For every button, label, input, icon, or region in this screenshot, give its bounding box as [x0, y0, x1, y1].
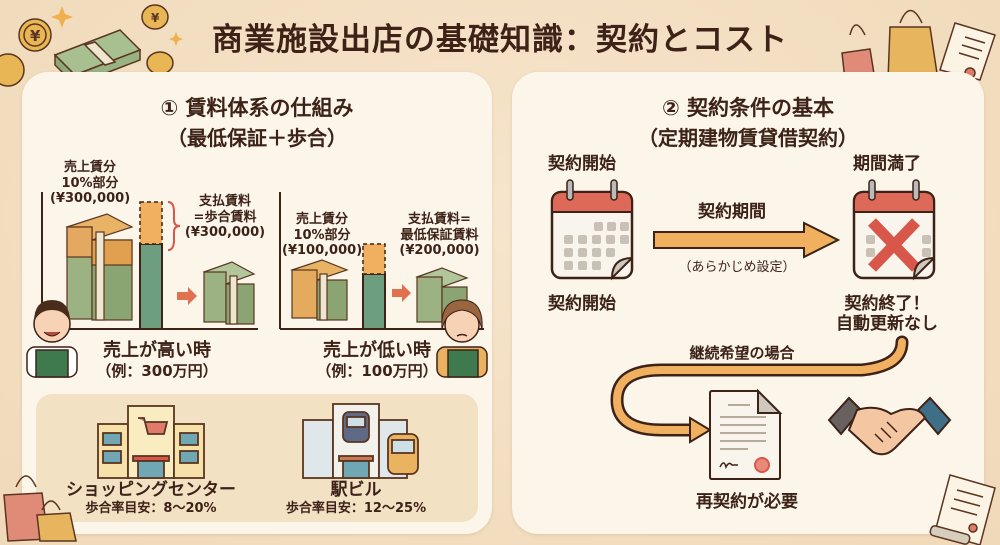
money-stack-large-icon — [65, 213, 134, 321]
svg-text:¥: ¥ — [30, 27, 41, 45]
contract-start-label-bottom: 契約開始 — [548, 294, 616, 314]
contract-terms-panel: ② 契約条件の基本 （定期建物賃貸借契約） 契約開始 期間満了 契約期間 （あら… — [512, 72, 984, 534]
low-sales-caption: 売上が低い時 — [323, 340, 431, 361]
high-sales-example: （例：300万円） — [96, 362, 218, 380]
high-sales-share-label: 売上賃分 10%部分 (¥300,000) — [50, 160, 131, 207]
section1-heading: ① 賃料体系の仕組み — [160, 96, 354, 120]
page-title: 商業施設出店の基礎知識：契約とコスト — [212, 22, 788, 58]
period-note: （あらかじめ設定） — [678, 260, 796, 275]
section1-subheading: （最低保証＋歩合） — [167, 126, 347, 150]
facility-rate-shopping-center: 歩合率目安：8〜20% — [85, 501, 217, 516]
calendar-end-cancelled-icon — [852, 179, 936, 281]
low-sales-share-label: 売上賃分 10%部分 (¥100,000) — [282, 212, 363, 259]
high-sales-chart — [41, 192, 258, 330]
section2-heading: ② 契約条件の基本 — [661, 96, 835, 120]
worried-staff-icon — [436, 299, 488, 378]
low-sales-chart — [279, 192, 484, 330]
contract-period-label: 契約期間 — [698, 202, 766, 222]
contract-document-icon — [709, 388, 783, 480]
happy-staff-icon — [26, 300, 78, 378]
handshake-icon — [827, 396, 952, 456]
contract-start-label-top: 契約開始 — [548, 154, 616, 174]
facility-rate-station-building: 歩合率目安：12〜25% — [285, 501, 427, 516]
facility-types-panel: ショッピングセンター 歩合率目安：8〜20% 駅ビル 歩合率目安：12〜25% — [36, 394, 478, 522]
coins-money-decoration-icon: ¥ ¥ — [0, 4, 183, 87]
contract-end-note: 契約終了！ 自動更新なし — [836, 294, 938, 335]
facility-name-station-building: 駅ビル — [330, 480, 382, 500]
shopping-bags-scroll-decoration-icon — [841, 9, 996, 81]
paid-rent-bar — [139, 243, 163, 330]
facility-name-shopping-center: ショッピングセンター — [66, 480, 236, 500]
shopping-bags-decoration-icon — [3, 475, 77, 542]
high-payment-label: 支払賃料 =歩合賃料 (¥300,000) — [184, 194, 266, 241]
svg-text:¥: ¥ — [151, 11, 160, 25]
high-sales-caption: 売上が高い時 — [103, 340, 211, 361]
station-building-icon — [302, 403, 419, 479]
percentage-rent-portion — [139, 201, 163, 245]
period-end-label: 期間満了 — [853, 154, 921, 174]
section2-subheading: （定期建物賃貸借契約） — [638, 126, 858, 150]
sales-share-portion — [362, 243, 386, 275]
calendar-start-icon — [550, 179, 634, 281]
low-payment-label: 支払賃料= 最低保証賃料 (¥200,000) — [399, 212, 480, 259]
low-sales-example: （例：100万円） — [316, 362, 438, 380]
money-stack-icon — [202, 261, 256, 325]
money-stack-small-icon — [290, 259, 349, 321]
renewal-label: 継続希望の場合 — [689, 344, 795, 362]
minimum-rent-bar — [362, 273, 386, 330]
renewal-curved-arrow-icon — [610, 335, 909, 444]
contract-scroll-decoration-icon — [929, 474, 996, 545]
recontract-required-label: 再契約が必要 — [696, 492, 798, 512]
rent-structure-panel: ① 賃料体系の仕組み （最低保証＋歩合） 売上賃分 10%部分 (¥300,00… — [22, 72, 492, 534]
shopping-center-icon — [97, 405, 205, 479]
contract-period-arrow-icon — [653, 221, 841, 259]
